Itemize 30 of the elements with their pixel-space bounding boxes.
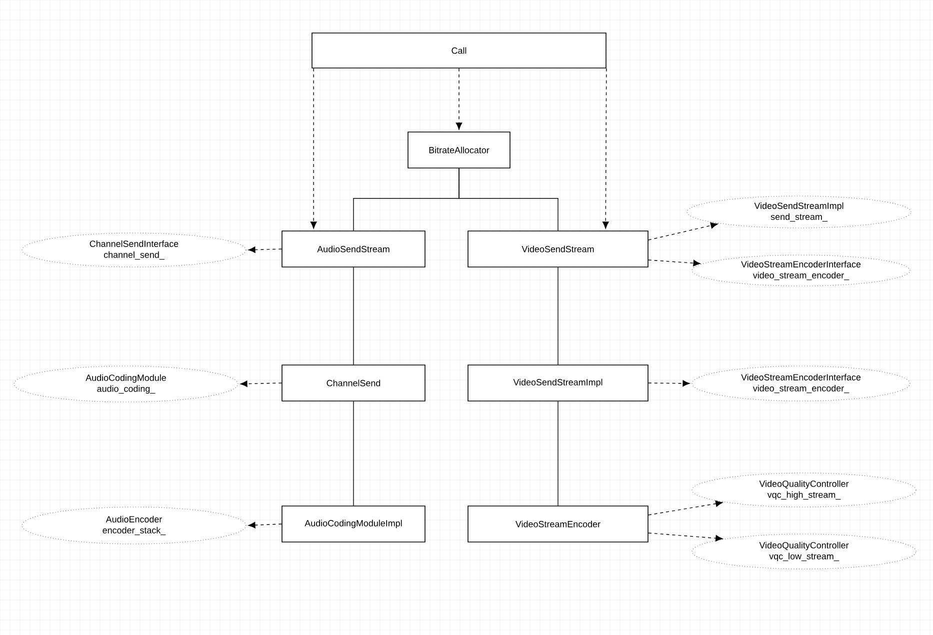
dashed-arrow <box>248 246 282 253</box>
connector-line <box>458 168 558 231</box>
dashed-arrow <box>456 68 462 130</box>
dashed-arrow <box>648 260 700 266</box>
ellipse-node: VideoStreamEncoderInterface video_stream_encoder_ <box>692 366 910 402</box>
ellipse-node: VideoStreamEncoderInterface video_stream_encoder_ <box>692 254 910 286</box>
ellipse-node: AudioEncoder encoder_stack_ <box>22 506 246 544</box>
class-box: ChannelSend <box>282 364 426 402</box>
dashed-arrow <box>310 68 317 229</box>
ellipse-node: AudioCodingModule audio_coding_ <box>14 366 238 402</box>
connector-line <box>353 401 354 506</box>
class-box: AudioSendStream <box>282 230 426 268</box>
dashed-arrow <box>248 522 282 528</box>
class-box: VideoSendStreamImpl <box>468 364 648 402</box>
dashed-arrow <box>648 500 723 516</box>
dashed-arrow <box>648 380 690 387</box>
class-box: BitrateAllocator <box>408 132 510 168</box>
ellipse-node: VideoQualityController vqc_high_stream_ <box>692 472 916 508</box>
dashed-arrow <box>240 380 282 387</box>
ellipse-node: ChannelSendInterface channel_send_ <box>22 232 246 268</box>
connector-line <box>353 267 354 365</box>
dashed-arrow <box>648 532 723 542</box>
ellipse-node: VideoQualityController vqc_low_stream_ <box>692 534 916 570</box>
class-box: Call <box>312 32 606 68</box>
class-box: VideoStreamEncoder <box>468 506 648 542</box>
ellipse-node: VideoSendStreamImpl send_stream_ <box>686 196 912 228</box>
dashed-arrow <box>602 68 609 229</box>
class-box: VideoSendStream <box>468 230 648 268</box>
dashed-arrow <box>648 222 718 240</box>
class-box: AudioCodingModuleImpl <box>282 506 426 542</box>
